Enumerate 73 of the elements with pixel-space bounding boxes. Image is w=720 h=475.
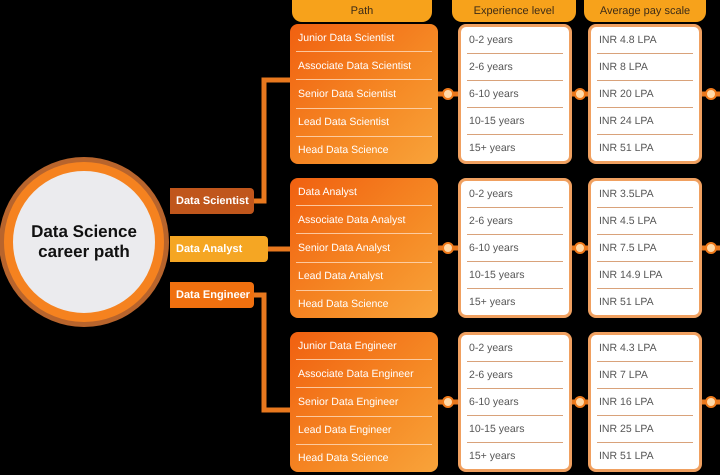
connector-line	[572, 92, 588, 96]
experience-years: 15+ years	[468, 295, 516, 310]
connector-line	[268, 246, 290, 252]
job-title: Senior Data Engineer	[296, 388, 432, 417]
branch-tab: Data Scientist	[170, 188, 254, 214]
experience-years: 10-15 years	[467, 262, 563, 289]
job-title: Senior Data Scientist	[296, 80, 432, 109]
pay-card	[588, 24, 702, 164]
experience-card	[458, 332, 572, 472]
connector-line	[438, 400, 458, 404]
pay-amount: INR 51 LPA	[598, 449, 655, 464]
path-card	[290, 332, 438, 472]
connector-line	[438, 246, 458, 250]
job-title: Head Data Science	[297, 143, 390, 158]
job-title: Associate Data Engineer	[296, 360, 432, 388]
job-title: Junior Data Scientist	[296, 24, 432, 52]
connector-line	[702, 92, 720, 96]
experience-years: 15+ years	[468, 449, 516, 464]
pay-amount: INR 4.8 LPA	[597, 27, 693, 54]
pay-amount: INR 4.5 LPA	[597, 208, 693, 235]
pay-amount: INR 24 LPA	[597, 108, 693, 135]
column-header: Average pay scale	[584, 0, 706, 22]
connector-line	[702, 246, 720, 250]
pay-card	[588, 178, 702, 318]
connector-line	[254, 78, 290, 204]
pay-amount: INR 20 LPA	[597, 81, 693, 108]
pay-amount: INR 16 LPA	[597, 389, 693, 416]
pay-amount: INR 4.3 LPA	[597, 335, 693, 362]
connector-line	[254, 292, 290, 412]
experience-years: 10-15 years	[467, 416, 563, 443]
path-card	[290, 178, 438, 318]
experience-years: 0-2 years	[467, 181, 563, 208]
experience-card	[458, 24, 572, 164]
path-card	[290, 24, 438, 164]
column-header: Experience level	[452, 0, 576, 22]
job-title: Senior Data Analyst	[296, 234, 432, 263]
experience-years: 2-6 years	[467, 362, 563, 389]
pay-amount: INR 25 LPA	[597, 416, 693, 443]
job-title: Lead Data Scientist	[296, 108, 432, 137]
experience-years: 6-10 years	[467, 81, 563, 108]
connector-line	[572, 246, 588, 250]
job-title: Head Data Science	[297, 297, 390, 312]
experience-years: 0-2 years	[467, 335, 563, 362]
pay-amount: INR 7 LPA	[597, 362, 693, 389]
pay-card	[588, 332, 702, 472]
branch-tab: Data Engineer	[170, 282, 254, 308]
job-title: Lead Data Engineer	[296, 416, 432, 445]
experience-years: 0-2 years	[467, 27, 563, 54]
pay-amount: INR 8 LPA	[597, 54, 693, 81]
experience-years: 6-10 years	[467, 235, 563, 262]
pay-amount: INR 51 LPA	[598, 295, 655, 310]
job-title: Data Analyst	[296, 178, 432, 206]
job-title: Associate Data Analyst	[296, 206, 432, 234]
column-header: Path	[292, 0, 432, 22]
pay-amount: INR 7.5 LPA	[597, 235, 693, 262]
connector-line	[572, 400, 588, 404]
connector-line	[702, 400, 720, 404]
job-title: Junior Data Engineer	[296, 332, 432, 360]
pay-amount: INR 51 LPA	[598, 141, 655, 156]
experience-years: 6-10 years	[467, 389, 563, 416]
experience-years: 2-6 years	[467, 54, 563, 81]
pay-amount: INR 14.9 LPA	[597, 262, 693, 289]
pay-amount: INR 3.5LPA	[597, 181, 693, 208]
connector-line	[438, 92, 458, 96]
branch-tab: Data Analyst	[170, 236, 268, 262]
experience-years: 2-6 years	[467, 208, 563, 235]
experience-years: 15+ years	[468, 141, 516, 156]
experience-years: 10-15 years	[467, 108, 563, 135]
job-title: Head Data Science	[297, 451, 390, 466]
job-title: Associate Data Scientist	[296, 52, 432, 80]
job-title: Lead Data Analyst	[296, 262, 432, 291]
title-text: Data Science career path	[30, 222, 138, 262]
experience-card	[458, 178, 572, 318]
